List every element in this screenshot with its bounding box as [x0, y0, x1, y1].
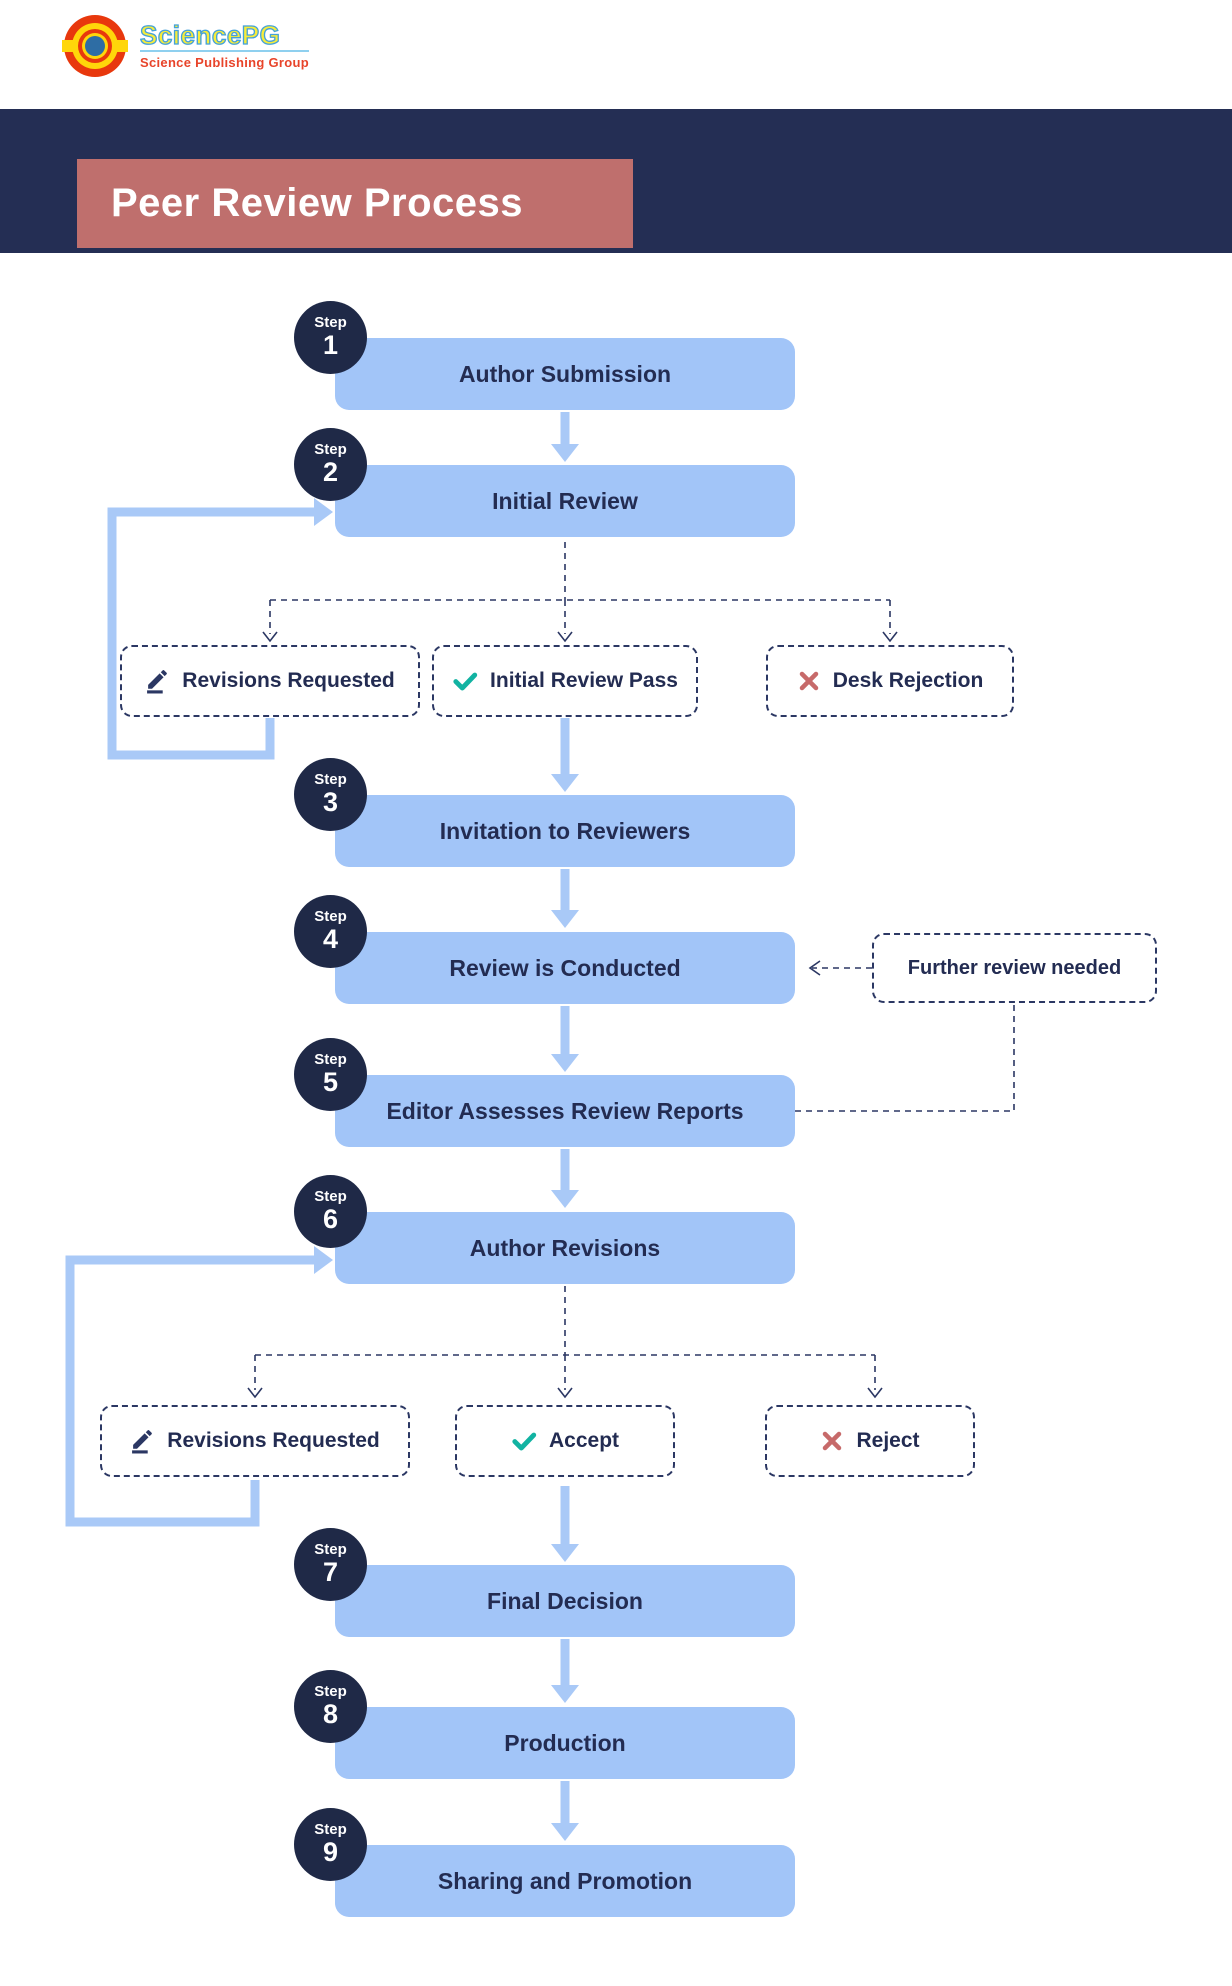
- note-label: Further review needed: [907, 956, 1122, 979]
- step-box-sharing-and-promotion: Sharing and Promotion: [335, 1845, 795, 1917]
- step-label: Initial Review: [492, 487, 638, 514]
- step-box-production: Production: [335, 1707, 795, 1779]
- cross-icon: [799, 671, 818, 691]
- step-label: Author Revisions: [469, 1234, 661, 1261]
- decision-label: Revisions Requested: [182, 669, 395, 692]
- step-box-initial-review: Initial Review: [335, 465, 795, 537]
- sciencepg-logo: SciencePG Science Publishing Group: [62, 13, 362, 79]
- decision-label: Desk Rejection: [832, 669, 984, 692]
- step-label: Invitation to Reviewers: [439, 817, 691, 844]
- decision-label: Revisions Requested: [167, 1429, 380, 1452]
- step-label: Final Decision: [487, 1587, 643, 1614]
- decision-reject: Reject: [765, 1405, 975, 1477]
- step-box-review-is-conducted: Review is Conducted: [335, 932, 795, 1004]
- pencil-icon: [132, 1429, 153, 1453]
- brand-name: SciencePG: [139, 21, 310, 52]
- step-label: Production: [504, 1729, 626, 1756]
- decision-label: Reject: [856, 1429, 920, 1452]
- pencil-icon: [147, 669, 168, 693]
- decision-desk-rejection: Desk Rejection: [766, 645, 1014, 717]
- decision-revisions-requested-2: Revisions Requested: [100, 1405, 410, 1477]
- decision-revisions-requested-1: Revisions Requested: [120, 645, 420, 717]
- step-box-invitation-to-reviewers: Invitation to Reviewers: [335, 795, 795, 867]
- check-icon: [453, 672, 478, 691]
- step-box-author-submission: Author Submission: [335, 338, 795, 410]
- step-box-editor-assesses-review-reports: Editor Assesses Review Reports: [335, 1075, 795, 1147]
- step-label: Review is Conducted: [449, 954, 681, 981]
- page-title: Peer Review Process: [111, 181, 523, 225]
- cross-icon: [823, 1431, 842, 1451]
- step-label: Editor Assesses Review Reports: [386, 1097, 744, 1124]
- note-further-review-needed: Further review needed: [872, 933, 1157, 1003]
- decision-label: Accept: [548, 1429, 620, 1452]
- decision-initial-review-pass: Initial Review Pass: [432, 645, 698, 717]
- step-label: Author Submission: [458, 360, 672, 387]
- step-label: Sharing and Promotion: [437, 1867, 693, 1894]
- title-banner: Peer Review Process: [77, 159, 633, 248]
- decision-accept: Accept: [455, 1405, 675, 1477]
- step-box-final-decision: Final Decision: [335, 1565, 795, 1637]
- step-box-author-revisions: Author Revisions: [335, 1212, 795, 1284]
- sciencepg-logo-icon: [62, 15, 128, 77]
- check-icon: [512, 1432, 537, 1451]
- decision-label: Initial Review Pass: [490, 669, 678, 692]
- brand-tagline: Science Publishing Group: [140, 55, 310, 70]
